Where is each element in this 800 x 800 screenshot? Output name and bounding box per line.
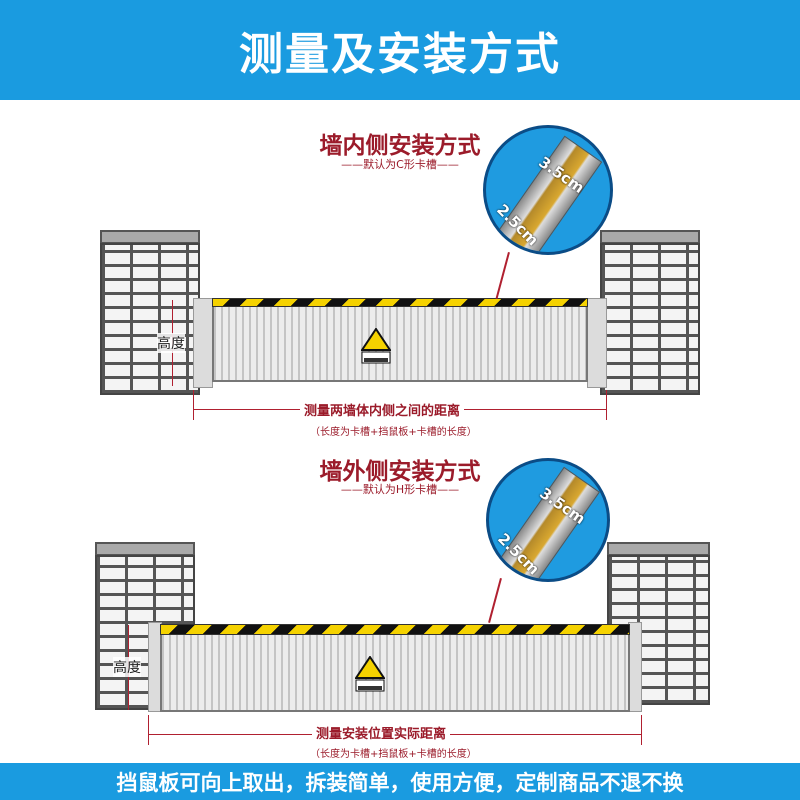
inner-measure-label: 测量两墙体内侧之间的距离 — [300, 400, 465, 419]
h-slot-detail-magnifier: 3.5cm 2.5cm — [486, 458, 610, 582]
right-wall — [600, 243, 700, 395]
right-h-slot — [628, 622, 642, 712]
right-wall-top — [607, 542, 710, 556]
c-slot-detail-magnifier: 3.5cm 2.5cm — [483, 125, 613, 255]
right-wall-top — [600, 230, 700, 244]
outer-measure-note: （长度为卡槽+挡鼠板+卡槽的长度） — [310, 749, 477, 760]
dim-tick — [641, 715, 642, 745]
dim-tick — [193, 390, 194, 420]
page-header: 测量及安装方式 — [0, 0, 800, 100]
rodent-barrier-board — [160, 624, 630, 712]
magnifier-pointer — [488, 578, 502, 623]
dim-tick — [606, 390, 607, 420]
warning-sign-icon — [355, 656, 385, 692]
warning-stripe — [212, 298, 588, 307]
inner-height-label: 高度 — [157, 333, 185, 353]
dim-tick — [148, 715, 149, 745]
inner-measure-note: （长度为卡槽+挡鼠板+卡槽的长度） — [310, 427, 477, 438]
footer-banner: 挡鼠板可向上取出，拆装简单，使用方便，定制商品不退不换 — [0, 763, 800, 800]
outer-height-label: 高度 — [113, 657, 141, 677]
outer-measure-label: 测量安装位置实际距离 — [312, 723, 451, 742]
left-wall — [100, 243, 200, 395]
rodent-barrier-board — [212, 298, 588, 382]
warning-sign-icon — [361, 328, 391, 364]
left-wall-top — [100, 230, 200, 244]
outer-install-title: 墙外侧安装方式 — [319, 459, 481, 485]
left-wall-top — [95, 542, 195, 556]
outer-install-subtitle: ——默认为H形卡槽—— — [340, 483, 460, 496]
inner-install-subtitle: ——默认为C形卡槽—— — [341, 158, 459, 171]
magnifier-pointer — [495, 252, 510, 299]
warning-stripe — [160, 624, 630, 635]
inner-install-title: 墙内侧安装方式 — [319, 133, 481, 159]
left-c-slot — [193, 298, 213, 388]
right-c-slot — [587, 298, 607, 388]
